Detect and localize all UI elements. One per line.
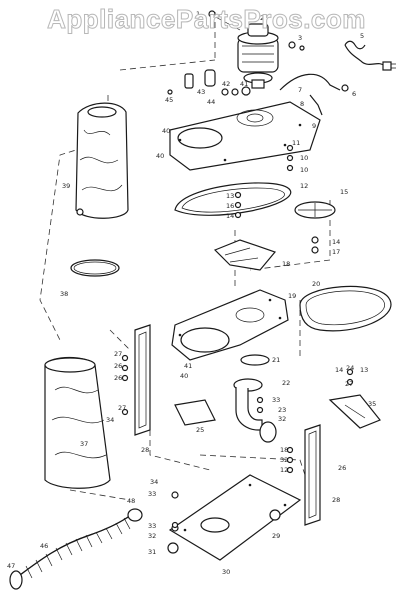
impeller [294, 201, 336, 254]
baffle [213, 239, 277, 271]
callout-28a: 28 [141, 446, 149, 454]
upper-housing [169, 101, 321, 171]
gasket-upper [174, 182, 292, 216]
callout-40a: 40 [162, 127, 170, 135]
callout-15: 15 [340, 188, 348, 196]
power-cord [344, 40, 396, 71]
callout-32a: 32 [278, 415, 286, 423]
flexible-hose [19, 511, 136, 579]
hose-fittings [9, 508, 143, 590]
callout-14c: 14 [335, 366, 343, 374]
callout-1: 1 [196, 10, 200, 18]
callout-27c: 27 [345, 380, 353, 388]
callout-42: 42 [222, 80, 230, 88]
callout-41b: 41 [184, 362, 192, 370]
bracket-25 [174, 399, 216, 426]
capacitor-parts [167, 69, 251, 96]
clamp-ring-upper [70, 259, 120, 277]
callout-41: 41 [240, 80, 248, 88]
intake-tube [233, 354, 277, 443]
callout-19: 19 [288, 292, 296, 300]
motor-assembly [208, 10, 279, 89]
callout-35: 35 [368, 400, 376, 408]
callout-34a: 34 [106, 416, 114, 424]
callout-2: 2 [260, 14, 264, 22]
callout-32b: 32 [280, 456, 288, 464]
callout-labels: 1 2 3 5 7 8 6 45 44 43 42 41 40 40 9 10 … [7, 10, 376, 576]
lower-housing [171, 289, 289, 361]
callout-37: 37 [80, 440, 88, 448]
callout-12b: 12 [280, 466, 288, 474]
callout-3: 3 [298, 34, 302, 42]
motor-hardware [279, 41, 349, 116]
callout-12: 12 [300, 182, 308, 190]
callout-46: 46 [40, 542, 48, 550]
callout-18b: 18 [280, 446, 288, 454]
callout-29: 29 [272, 532, 280, 540]
callout-31: 31 [148, 548, 156, 556]
callout-40b: 40 [156, 152, 164, 160]
callout-18: 18 [282, 260, 290, 268]
callout-45: 45 [165, 96, 173, 104]
callout-44: 44 [207, 98, 215, 106]
callout-10a: 10 [300, 154, 308, 162]
callout-14b: 14 [332, 238, 340, 246]
callout-16: 16 [226, 202, 234, 210]
casters [167, 491, 281, 554]
callout-33c: 33 [148, 522, 156, 530]
callout-8: 8 [300, 100, 304, 108]
callout-5: 5 [360, 32, 364, 40]
bracket-36 [328, 394, 381, 429]
callout-33b: 33 [148, 490, 156, 498]
base-plate [168, 474, 302, 561]
callout-26c: 26 [338, 464, 346, 472]
callout-24: 24 [346, 364, 354, 372]
callout-43: 43 [197, 88, 205, 96]
callout-27b: 27 [118, 404, 126, 412]
callout-9: 9 [312, 122, 316, 130]
gasket-large [299, 285, 392, 332]
callout-21: 21 [272, 356, 280, 364]
callout-20: 20 [312, 280, 320, 288]
filter-bag-lower [44, 356, 111, 489]
side-panel-left [134, 324, 151, 436]
filter-bag-upper [75, 102, 129, 219]
callout-27a: 27 [114, 350, 122, 358]
callout-48: 48 [127, 497, 135, 505]
callout-30: 30 [222, 568, 230, 576]
callout-34b: 34 [150, 478, 158, 486]
callout-13b: 13 [360, 366, 368, 374]
callout-6: 6 [352, 90, 356, 98]
callout-38: 38 [60, 290, 68, 298]
callout-14a: 14 [226, 212, 234, 220]
callout-25: 25 [196, 426, 204, 434]
callout-28b: 28 [332, 496, 340, 504]
callout-17: 17 [332, 248, 340, 256]
callout-32c: 32 [148, 532, 156, 540]
callout-7: 7 [298, 86, 302, 94]
callout-40c: 40 [180, 372, 188, 380]
callout-26a: 26 [114, 362, 122, 370]
callout-33a: 33 [272, 396, 280, 404]
callout-39: 39 [62, 182, 70, 190]
callout-23: 23 [278, 406, 286, 414]
side-panel-right [304, 424, 321, 526]
callout-10b: 10 [300, 166, 308, 174]
callout-47: 47 [7, 562, 15, 570]
callout-22: 22 [282, 379, 290, 387]
hardware-fasteners [121, 144, 354, 529]
callout-26b: 26 [114, 374, 122, 382]
callout-13: 13 [226, 192, 234, 200]
callout-11: 11 [292, 139, 300, 147]
